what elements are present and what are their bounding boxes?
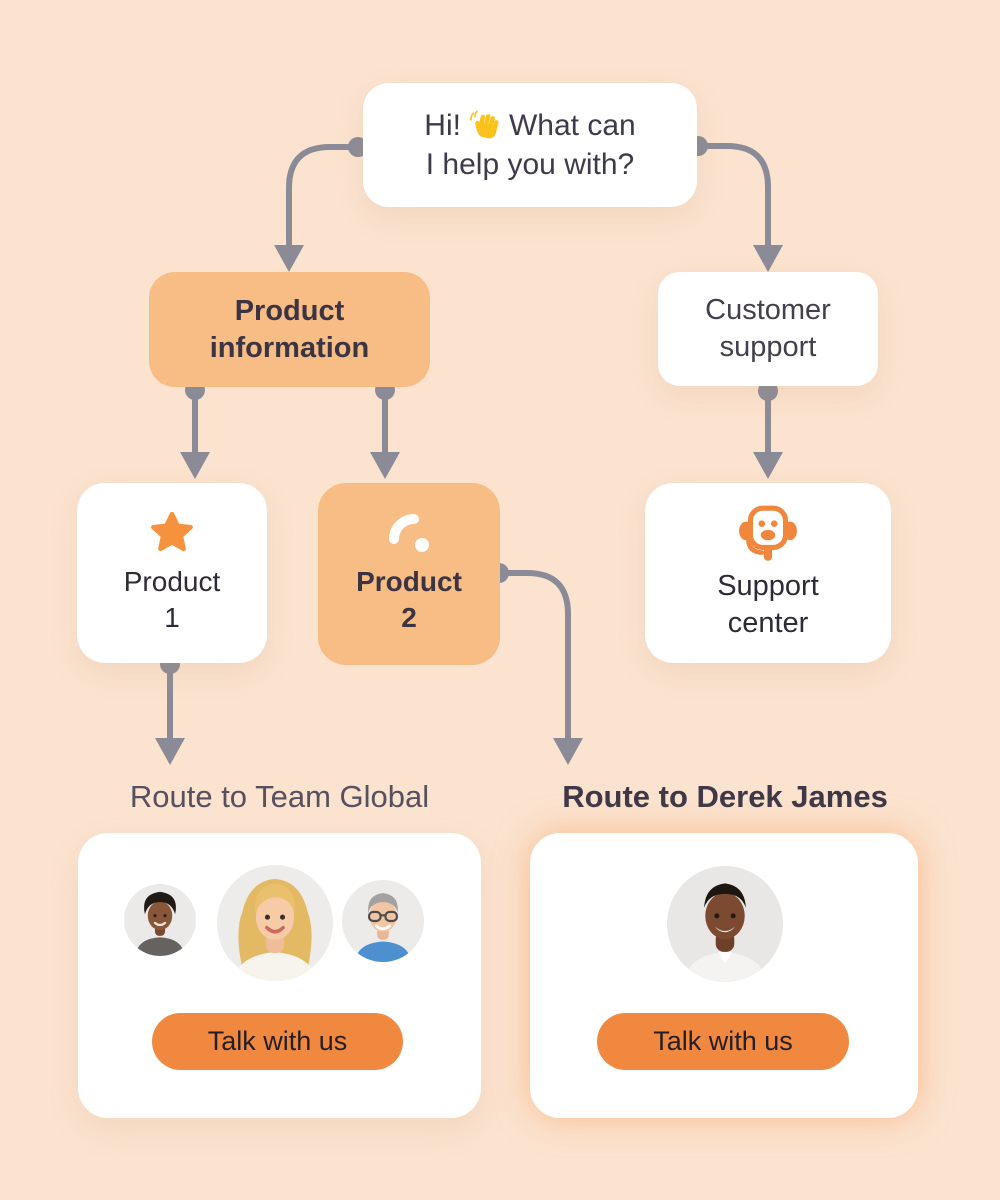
node-product-information[interactable]: Product information: [149, 272, 430, 387]
arrowhead: [753, 245, 783, 272]
team-member-avatar: [217, 865, 333, 981]
route-title-derek-james: Route to Derek James: [562, 779, 888, 814]
arrowhead: [553, 738, 583, 765]
node-greeting: Hi! What can I help you with?: [363, 83, 697, 207]
derek-james-avatar: [667, 866, 783, 982]
node-customer-support[interactable]: Customer support: [658, 272, 878, 386]
arrowhead: [180, 452, 210, 479]
arrowhead: [155, 738, 185, 765]
wave-emoji-icon: [470, 110, 499, 138]
node-label: Product information: [209, 294, 370, 364]
support-agent-icon: [739, 505, 797, 561]
greeting-line-1: Hi! What can: [424, 106, 635, 145]
connector-product-2-to-derek: [499, 570, 571, 738]
greeting-suffix: What can: [508, 109, 636, 142]
node-product-1[interactable]: Product 1: [77, 483, 267, 663]
talk-with-us-button[interactable]: Talk with us: [597, 1013, 849, 1070]
team-member-avatar: [124, 884, 196, 956]
arrowhead: [370, 452, 400, 479]
node-support-center[interactable]: Support center: [645, 483, 891, 663]
node-label: Product 1: [123, 566, 221, 633]
connector-greeting-to-product-info: [286, 144, 358, 246]
greeting-prefix: Hi!: [424, 109, 461, 142]
node-product-2[interactable]: Product 2: [318, 483, 500, 665]
node-label: Support center: [717, 570, 819, 639]
node-label: Product 2: [356, 566, 462, 633]
team-member-avatar: [342, 880, 424, 962]
route-title-team-global: Route to Team Global: [129, 779, 430, 814]
arrowhead: [274, 245, 304, 272]
team-global-card: Talk with us: [78, 833, 481, 1118]
greeting-line-2: I help you with?: [425, 148, 635, 181]
star-icon: [151, 511, 193, 552]
connector-greeting-to-customer-support: [698, 143, 771, 246]
arrowhead: [753, 452, 783, 479]
node-label: Customer support: [705, 294, 831, 363]
talk-with-us-button[interactable]: Talk with us: [152, 1013, 403, 1070]
swoosh-icon: [389, 514, 429, 552]
derek-james-card: Talk with us: [530, 833, 918, 1118]
